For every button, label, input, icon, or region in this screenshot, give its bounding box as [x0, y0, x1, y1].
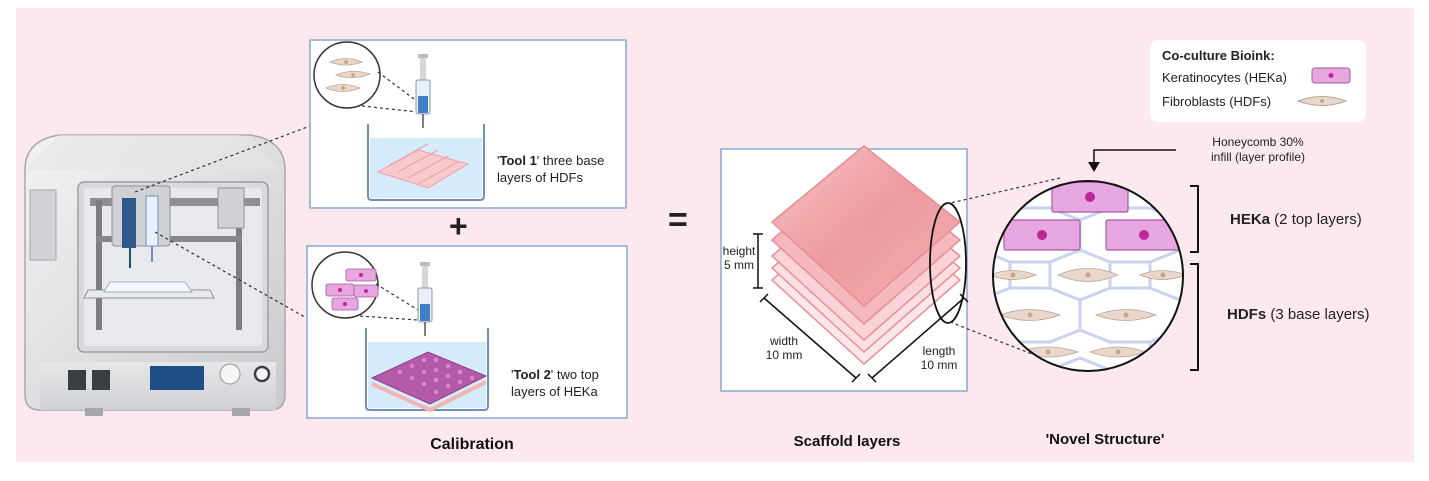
- hdfs-detail: (3 base layers): [1266, 306, 1370, 323]
- tool1-line2: layers of HDFs: [497, 170, 583, 185]
- caption-scaffold: Scaffold layers: [793, 433, 901, 450]
- tool1-label: 'Tool 1' three base layers of HDFs: [497, 152, 604, 186]
- caption-novel-structure: 'Novel Structure': [1045, 431, 1165, 448]
- honeycomb-line1: Honeycomb 30%: [1212, 135, 1304, 149]
- height-value: 5 mm: [724, 258, 754, 272]
- length-value: 10 mm: [920, 358, 958, 372]
- hdfs-name: HDFs: [1227, 306, 1267, 323]
- hdfs-layer-label: HDFs (3 base layers): [1227, 306, 1370, 323]
- length-label: length 10 mm: [917, 344, 961, 372]
- tool1-rest: ' three base: [536, 153, 605, 168]
- legend-keratinocytes: Keratinocytes (HEKa): [1162, 70, 1287, 85]
- tool2-name: Tool 2: [513, 367, 551, 382]
- equals-operator: =: [668, 201, 688, 239]
- heka-detail: (2 top layers): [1270, 211, 1362, 228]
- height-label: height 5 mm: [721, 244, 757, 272]
- tool2-line2: layers of HEKa: [511, 384, 598, 399]
- caption-calibration: Calibration: [430, 436, 514, 453]
- tool1-name: Tool 1: [499, 153, 537, 168]
- plus-operator: +: [449, 208, 468, 244]
- width-text: width: [769, 334, 798, 348]
- honeycomb-line2: infill (layer profile): [1210, 150, 1306, 164]
- width-value: 10 mm: [765, 348, 803, 362]
- honeycomb-label: Honeycomb 30% infill (layer profile): [1192, 135, 1324, 165]
- tool2-label: 'Tool 2' two top layers of HEKa: [511, 366, 599, 400]
- legend-fibroblasts: Fibroblasts (HDFs): [1162, 94, 1272, 109]
- tool2-rest: ' two top: [550, 367, 599, 382]
- length-text: length: [922, 344, 956, 358]
- width-label: width 10 mm: [762, 334, 806, 362]
- heka-name: HEKa: [1230, 211, 1271, 228]
- heka-layer-label: HEKa (2 top layers): [1230, 211, 1362, 228]
- height-text: height: [722, 244, 756, 258]
- legend-title: Co-culture Bioink:: [1162, 48, 1275, 63]
